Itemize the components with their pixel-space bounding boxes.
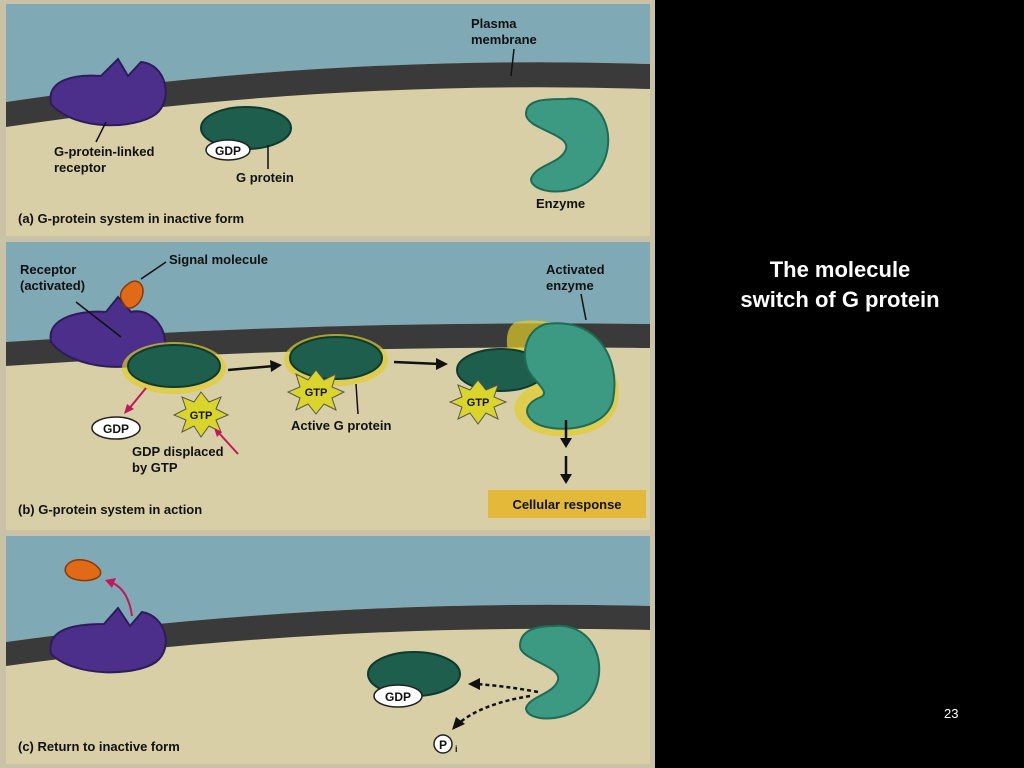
- dashed-arrow: [457, 694, 531, 725]
- svg-text:Signal molecule: Signal molecule: [169, 252, 268, 267]
- active-g-protein: [289, 336, 383, 380]
- arrow-right: [227, 364, 275, 372]
- svg-text:Cellular response: Cellular response: [512, 497, 621, 512]
- svg-text:GDP: GDP: [103, 422, 129, 436]
- g-protein-figure: GDP Plasma membrane G-protein-linked rec…: [0, 0, 655, 768]
- svg-text:by GTP: by GTP: [132, 460, 178, 475]
- svg-text:GDP: GDP: [215, 144, 241, 158]
- gdp-badge: [91, 416, 141, 440]
- svg-text:(c) Return to inactive form: (c) Return to inactive form: [18, 739, 180, 754]
- gtp-star: [448, 379, 508, 425]
- gdp-badge: [373, 684, 423, 708]
- slide-title-line1: The molecule: [769, 257, 911, 282]
- plasma-membrane: [6, 62, 650, 127]
- svg-text:i: i: [455, 744, 458, 754]
- gtp-star: [172, 391, 230, 438]
- svg-text:G protein: G protein: [236, 170, 294, 185]
- activated-enzyme: [524, 322, 616, 430]
- arrow-right: [393, 360, 441, 366]
- svg-text:Enzyme: Enzyme: [536, 196, 585, 211]
- svg-text:Activated: Activated: [546, 262, 605, 277]
- receptor-activated: [49, 295, 166, 368]
- svg-text:(a) G-protein system in inacti: (a) G-protein system in inactive form: [18, 211, 244, 226]
- phosphate-icon: [433, 734, 453, 754]
- svg-text:Plasma: Plasma: [471, 16, 517, 31]
- g-protein: [127, 344, 221, 388]
- signal-molecule: [64, 558, 102, 582]
- g-protein-linked-receptor: [49, 57, 167, 127]
- panel-c: GDP P i (c) Return to inactive form: [6, 536, 650, 764]
- panel-a: GDP Plasma membrane G-protein-linked rec…: [6, 4, 650, 236]
- svg-text:Receptor: Receptor: [20, 262, 76, 277]
- enzyme: [518, 624, 601, 720]
- svg-text:GDP displaced: GDP displaced: [132, 444, 224, 459]
- svg-text:(b) G-protein system in action: (b) G-protein system in action: [18, 502, 202, 517]
- svg-text:GDP: GDP: [385, 690, 411, 704]
- dashed-arrow: [475, 682, 539, 694]
- cellular-response-box: [488, 490, 646, 518]
- svg-text:GTP: GTP: [305, 387, 328, 399]
- svg-text:receptor: receptor: [54, 160, 106, 175]
- svg-text:GTP: GTP: [467, 397, 490, 409]
- svg-text:G-protein-linked: G-protein-linked: [54, 144, 154, 159]
- slide-title-line2: switch of G protein: [740, 287, 940, 312]
- enzyme: [524, 97, 610, 193]
- svg-text:Active G protein: Active G protein: [291, 418, 391, 433]
- gdp-badge: [205, 139, 251, 161]
- gtp-star: [286, 369, 346, 415]
- svg-text:P: P: [439, 738, 447, 752]
- release-arrow: [127, 387, 147, 411]
- svg-text:GTP: GTP: [190, 410, 213, 422]
- panel-b: GTP GDP GTP GTP: [6, 242, 650, 530]
- plasma-membrane: [6, 604, 650, 666]
- signal-molecule: [119, 280, 144, 309]
- svg-text:(activated): (activated): [20, 278, 85, 293]
- svg-text:membrane: membrane: [471, 32, 537, 47]
- g-protein-linked-receptor: [49, 606, 167, 674]
- slide-title: The molecule switch of G protein: [690, 255, 990, 315]
- page-number: 23: [944, 706, 959, 721]
- svg-text:enzyme: enzyme: [546, 278, 594, 293]
